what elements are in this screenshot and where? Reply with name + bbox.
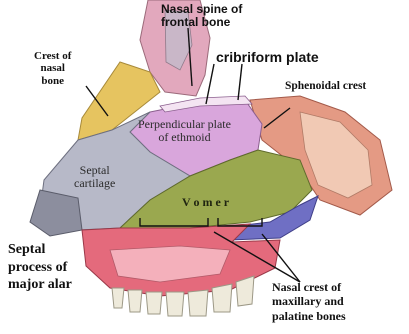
label-perpendicular-plate: Perpendicular plate of ethmoid — [138, 118, 231, 145]
label-nasal-crest: Nasal crest of maxillary and palatine bo… — [272, 280, 346, 323]
label-crest-of-nasal-bone: Crest of nasal bone — [34, 50, 71, 87]
label-nasal-spine: Nasal spine of frontal bone — [161, 3, 242, 30]
label-septal-process: Septal process of major alar — [8, 241, 72, 294]
label-septal-cartilage: Septal cartilage — [74, 164, 115, 191]
label-sphenoidal-crest: Sphenoidal crest — [285, 80, 366, 93]
label-vomer: V o m e r — [182, 196, 229, 209]
alar-process — [30, 190, 82, 236]
label-cribriform-plate: cribriform plate — [216, 50, 319, 66]
